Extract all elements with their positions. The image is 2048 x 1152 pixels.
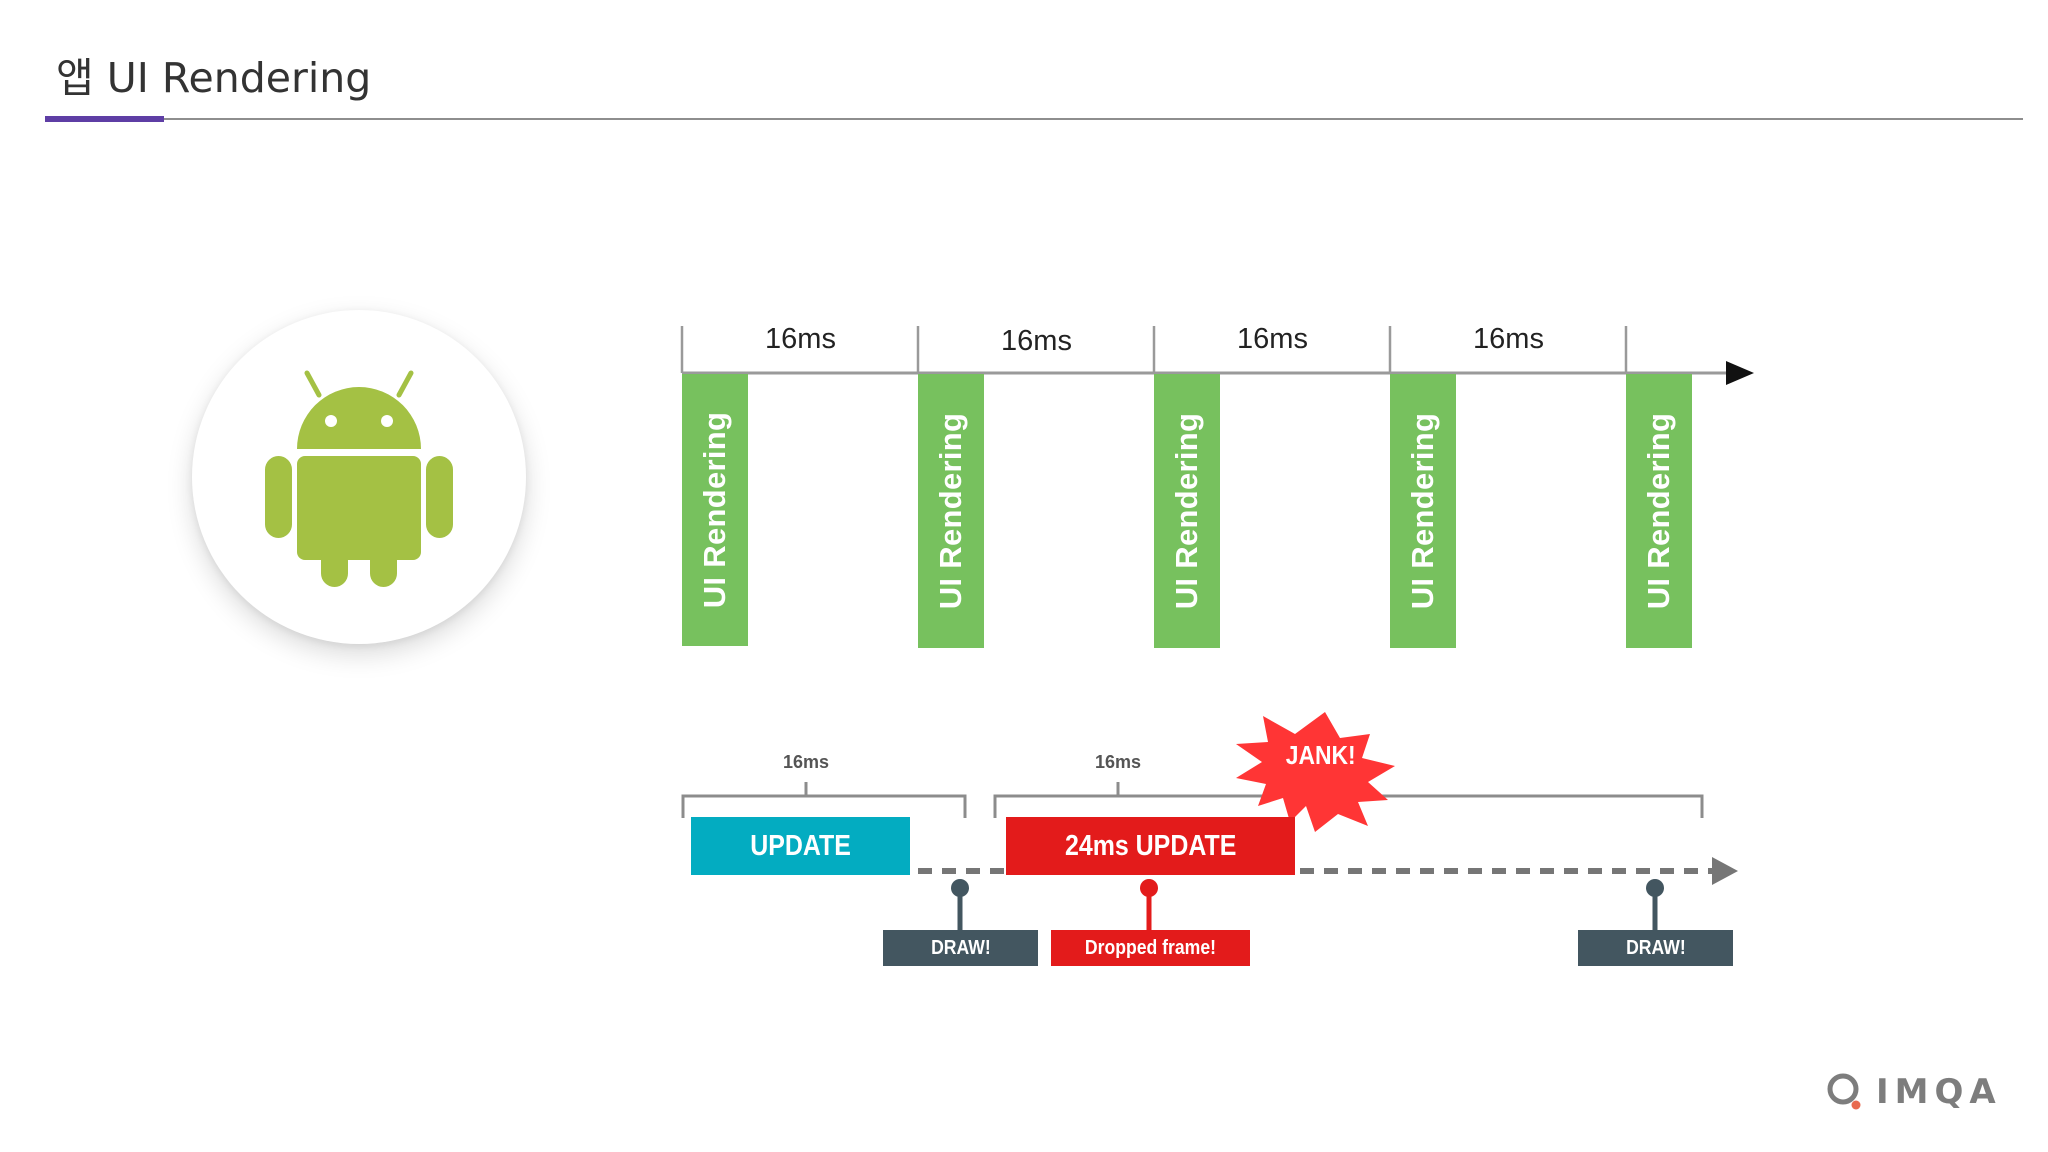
jank-burst-icon <box>1236 712 1395 832</box>
bracket-interval-label: 16ms <box>1094 752 1142 772</box>
title-accent-bar <box>45 116 164 122</box>
title-divider <box>45 118 2023 120</box>
dropped-frame-label: Dropped frame! <box>1084 936 1217 959</box>
interval-label: 16ms <box>1001 325 1072 357</box>
flow-arrow-icon <box>1712 857 1738 885</box>
interval-label: 16ms <box>1237 323 1308 355</box>
ui-rendering-block: UI Rendering <box>1626 374 1692 648</box>
update-block: UPDATE <box>691 817 910 875</box>
bracket-interval-label: 16ms <box>782 752 830 772</box>
ui-rendering-block: UI Rendering <box>918 374 984 648</box>
imqa-logo: IMQA <box>1826 1072 2002 1112</box>
draw-tag-label: DRAW! <box>930 936 991 959</box>
draw-tag-label: DRAW! <box>1625 936 1686 959</box>
update-label: UPDATE <box>750 829 851 862</box>
android-badge <box>192 310 526 644</box>
draw-tag: DRAW! <box>883 930 1038 966</box>
page-title: 앱 UI Rendering <box>56 54 372 102</box>
ui-rendering-block: UI Rendering <box>1154 374 1220 648</box>
slow-update-label: 24ms UPDATE <box>1064 829 1237 862</box>
slow-update-block: 24ms UPDATE <box>1006 817 1295 875</box>
dropped-frame-tag: Dropped frame! <box>1051 930 1250 966</box>
interval-label: 16ms <box>765 323 836 355</box>
draw-marker-pin <box>1646 879 1664 930</box>
imqa-logo-icon <box>1827 1073 1861 1110</box>
timeline-arrow-icon <box>1726 361 1754 385</box>
android-logo-icon <box>265 370 453 587</box>
jank-label: JANK! <box>1286 740 1356 770</box>
frame-brackets <box>681 782 1704 818</box>
interval-label: 16ms <box>1473 323 1544 355</box>
ui-rendering-block: UI Rendering <box>1390 374 1456 648</box>
imqa-logo-text: IMQA <box>1876 1072 2002 1112</box>
draw-tag: DRAW! <box>1578 930 1733 966</box>
draw-marker-pin <box>951 879 969 930</box>
ui-rendering-block: UI Rendering <box>682 374 748 646</box>
dropped-frame-pin <box>1140 879 1158 930</box>
